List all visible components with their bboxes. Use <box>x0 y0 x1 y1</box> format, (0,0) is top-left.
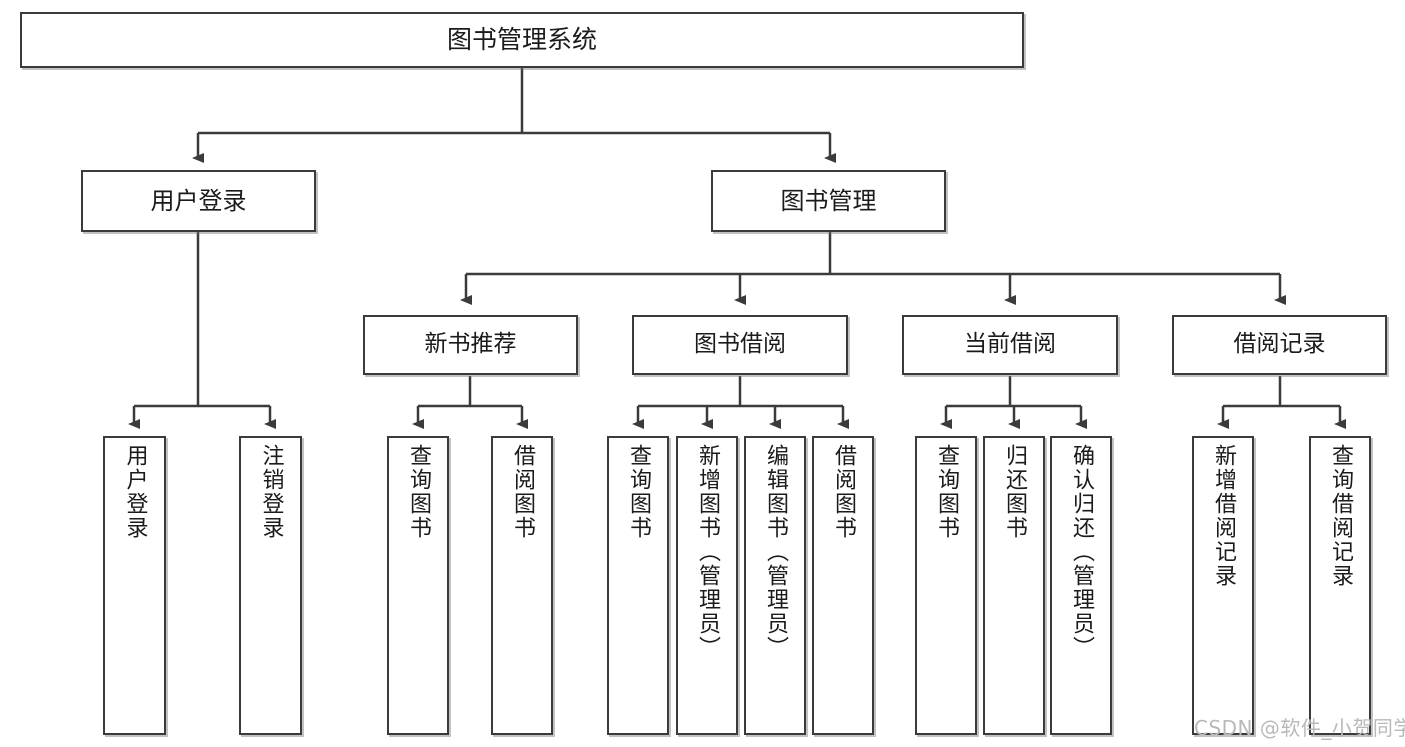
leaf-borrow-query-book[interactable]: 查询图书 <box>607 436 669 735</box>
node-label: 图书借阅 <box>694 331 786 358</box>
node-label: 借阅记录 <box>1233 331 1326 358</box>
node-borrow-record[interactable]: 借阅记录 <box>1172 315 1387 375</box>
node-label: 新增借阅记录 <box>1211 444 1236 588</box>
node-label: 确认归还（管理员） <box>1069 444 1094 660</box>
leaf-current-confirm-return-admin[interactable]: 确认归还（管理员） <box>1050 436 1112 735</box>
node-label: 当前借阅 <box>964 331 1056 358</box>
node-book-management[interactable]: 图书管理 <box>711 170 946 232</box>
node-new-book-recommend[interactable]: 新书推荐 <box>363 315 578 375</box>
leaf-current-return-book[interactable]: 归还图书 <box>983 436 1045 735</box>
leaf-current-query-book[interactable]: 查询图书 <box>915 436 977 735</box>
node-label: 用户登录 <box>150 186 247 215</box>
node-label: 图书管理系统 <box>446 25 597 55</box>
node-label: 借阅图书 <box>831 444 856 540</box>
leaf-recommend-borrow-book[interactable]: 借阅图书 <box>491 436 553 735</box>
node-label: 用户登录 <box>122 444 148 540</box>
node-label: 新书推荐 <box>424 331 517 358</box>
leaf-record-query-record[interactable]: 查询借阅记录 <box>1309 436 1371 735</box>
node-root-system[interactable]: 图书管理系统 <box>20 12 1024 68</box>
node-label: 编辑图书（管理员） <box>763 444 788 660</box>
watermark-text: CSDN @软件_小贺同学 <box>1194 716 1405 740</box>
node-label: 借阅图书 <box>510 444 535 540</box>
node-user-login[interactable]: 用户登录 <box>81 170 316 232</box>
node-label: 注销登录 <box>258 444 284 540</box>
leaf-borrow-add-book-admin[interactable]: 新增图书（管理员） <box>676 436 738 735</box>
leaf-user-login-logout[interactable]: 注销登录 <box>239 436 302 735</box>
node-label: 图书管理 <box>780 186 877 215</box>
node-label: 查询借阅记录 <box>1328 444 1353 588</box>
node-label: 新增图书（管理员） <box>695 444 720 660</box>
leaf-user-login-login[interactable]: 用户登录 <box>103 436 166 735</box>
leaf-borrow-borrow-book[interactable]: 借阅图书 <box>812 436 874 735</box>
node-label: 查询图书 <box>626 444 651 540</box>
leaf-recommend-query-book[interactable]: 查询图书 <box>387 436 449 735</box>
node-label: 归还图书 <box>1002 444 1027 540</box>
node-book-borrow[interactable]: 图书借阅 <box>632 315 848 375</box>
node-label: 查询图书 <box>406 444 431 540</box>
leaf-record-add-record[interactable]: 新增借阅记录 <box>1192 436 1254 735</box>
node-current-borrow[interactable]: 当前借阅 <box>902 315 1118 375</box>
leaf-borrow-edit-book-admin[interactable]: 编辑图书（管理员） <box>744 436 806 735</box>
node-label: 查询图书 <box>934 444 959 540</box>
